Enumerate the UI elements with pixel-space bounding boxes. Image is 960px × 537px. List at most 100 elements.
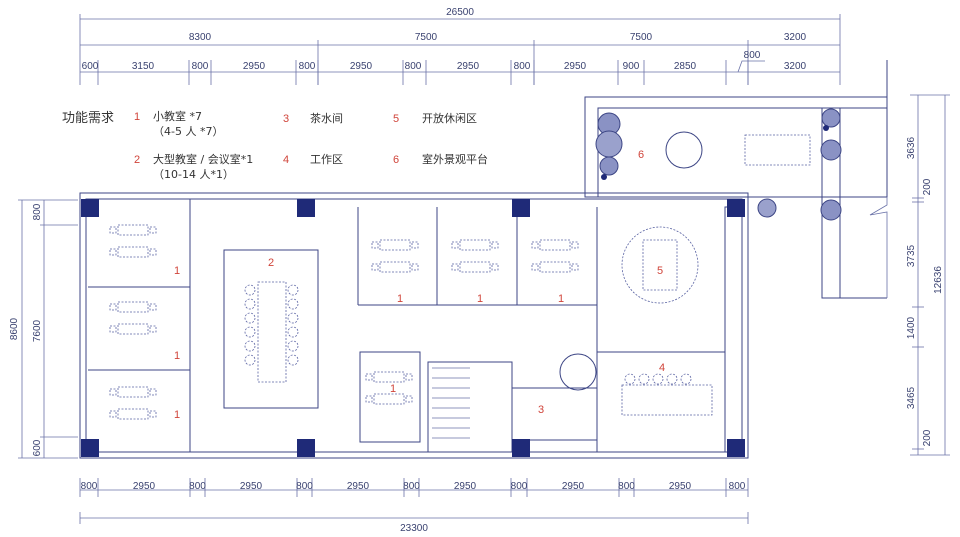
table — [373, 393, 405, 405]
chair — [149, 410, 157, 418]
chair — [666, 373, 678, 385]
table — [117, 301, 149, 313]
chair — [451, 241, 459, 249]
dim-top-detail: 3150 — [132, 61, 155, 72]
room-label: 6 — [638, 149, 644, 161]
table — [117, 323, 149, 335]
room-label: 1 — [390, 383, 396, 395]
structural-column — [297, 439, 315, 457]
table — [117, 408, 149, 420]
dim-top-detail: 3200 — [784, 61, 807, 72]
dim-right: 3465 — [906, 386, 917, 409]
legend-title: 功能需求 — [62, 111, 114, 126]
room-labels: 1 1 1 2 1 1 1 5 1 3 4 6 — [174, 149, 665, 421]
room-label: 1 — [477, 293, 483, 305]
legend-label: 工作区 — [310, 153, 343, 166]
dim-top-detail: 800 — [744, 50, 761, 61]
room-label: 5 — [657, 265, 663, 277]
dim-top-detail: 600 — [82, 61, 99, 72]
dim-top-mid: 8300 — [189, 32, 212, 43]
room-label: 3 — [538, 404, 544, 416]
legend: 功能需求 1 小教室 *7 （4-5 人 *7） 2 大型教室 / 会议室*1 … — [62, 109, 488, 181]
chair — [287, 298, 299, 310]
chair — [109, 410, 117, 418]
dim-left: 7600 — [32, 319, 43, 342]
table — [459, 261, 491, 273]
dim-top-mid: 3200 — [784, 32, 807, 43]
chair — [287, 340, 299, 352]
lounge-table — [642, 239, 678, 291]
dim-right: 200 — [922, 178, 933, 195]
structural-column — [81, 439, 99, 457]
table — [117, 224, 149, 236]
dim-left: 600 — [32, 439, 43, 456]
chair — [149, 303, 157, 311]
chair — [571, 241, 579, 249]
dim-top-detail: 800 — [299, 61, 316, 72]
dim-top-total: 26500 — [446, 7, 474, 18]
chair — [652, 373, 664, 385]
chair — [491, 241, 499, 249]
dim-top-detail: 2950 — [457, 61, 480, 72]
chair — [624, 373, 636, 385]
chair — [109, 226, 117, 234]
dim-right: 1400 — [906, 316, 917, 339]
structural-column — [727, 199, 745, 217]
legend-label: 小教室 *7 — [153, 109, 202, 123]
room-label: 1 — [397, 293, 403, 305]
columns — [81, 199, 745, 457]
chair — [287, 354, 299, 366]
chair — [244, 326, 256, 338]
chair — [405, 373, 413, 381]
dim-bottom: 2950 — [454, 481, 477, 492]
dim-bottom: 800 — [511, 481, 528, 492]
chair — [451, 263, 459, 271]
table — [379, 239, 411, 251]
legend-label: 室外景观平台 — [422, 152, 488, 166]
chair — [244, 298, 256, 310]
furniture — [109, 224, 692, 439]
table — [539, 239, 571, 251]
room-label: 2 — [268, 257, 274, 269]
table — [379, 261, 411, 273]
table — [117, 386, 149, 398]
dim-bottom: 2950 — [669, 481, 692, 492]
dim-bottom: 800 — [403, 481, 420, 492]
dim-bottom: 800 — [81, 481, 98, 492]
right-dimensions: 3636 200 3735 1400 3465 200 12636 — [906, 94, 950, 456]
chair — [531, 241, 539, 249]
legend-num: 5 — [393, 113, 399, 125]
legend-num: 6 — [393, 154, 399, 166]
chair — [244, 284, 256, 296]
chair — [149, 226, 157, 234]
dim-top-detail: 2950 — [564, 61, 587, 72]
chair — [109, 248, 117, 256]
dim-top-detail: 2850 — [674, 61, 697, 72]
chair — [411, 263, 419, 271]
dim-bottom: 800 — [729, 481, 746, 492]
structural-column — [727, 439, 745, 457]
chair — [491, 263, 499, 271]
dim-top-detail: 800 — [405, 61, 422, 72]
dim-right-total: 12636 — [933, 266, 944, 294]
chair — [571, 263, 579, 271]
dim-top-mid: 7500 — [630, 32, 653, 43]
structural-column — [81, 199, 99, 217]
chair — [287, 326, 299, 338]
chair — [149, 248, 157, 256]
table — [539, 261, 571, 273]
chair — [287, 312, 299, 324]
chair — [638, 373, 650, 385]
dim-bottom: 2950 — [562, 481, 585, 492]
chair — [405, 395, 413, 403]
legend-label: 开放休闲区 — [422, 111, 477, 125]
top-dimensions: 26500 8300 7500 7500 3200 600 3150 800 2… — [79, 7, 841, 85]
legend-sub: （10-14 人*1） — [153, 168, 234, 181]
legend-num: 1 — [134, 111, 140, 123]
chair — [149, 388, 157, 396]
chair — [287, 284, 299, 296]
room-label: 1 — [174, 350, 180, 362]
table — [459, 239, 491, 251]
room-label: 1 — [558, 293, 564, 305]
